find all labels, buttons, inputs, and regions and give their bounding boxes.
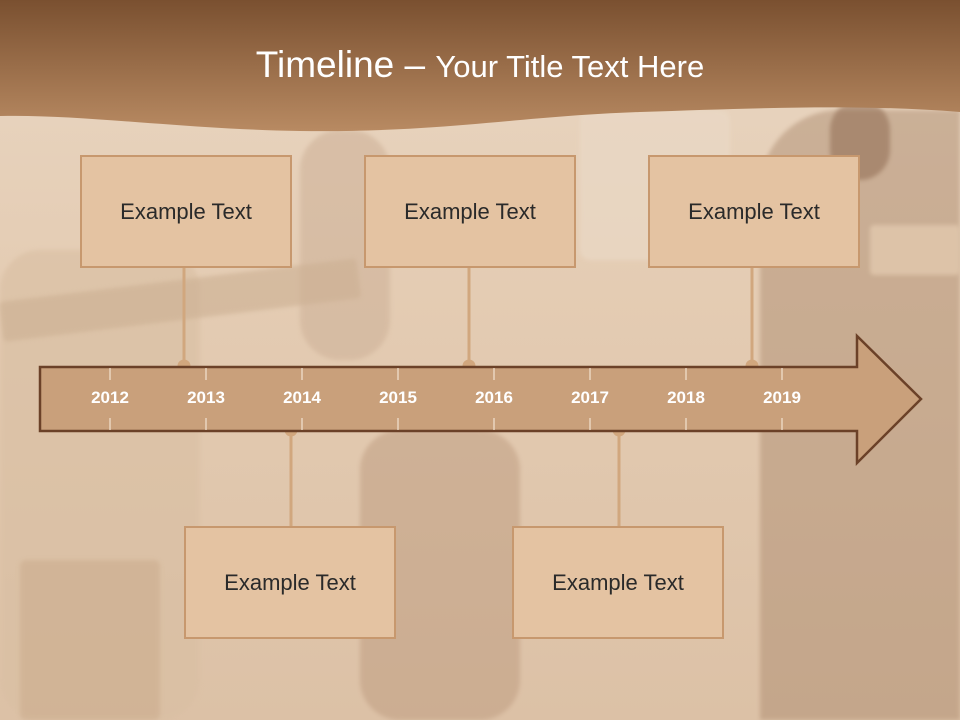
year-label: 2015 — [379, 388, 417, 407]
year-label: 2018 — [667, 388, 705, 407]
year-label: 2019 — [763, 388, 801, 407]
timeline-arrow — [38, 333, 923, 467]
page-title: Timeline – Your Title Text Here — [0, 44, 960, 86]
textbox-label: Example Text — [224, 569, 356, 595]
year-label: 2016 — [475, 388, 513, 407]
background-photo-shape — [870, 225, 960, 275]
year-label: 2014 — [283, 388, 321, 407]
year-label: 2017 — [571, 388, 609, 407]
background-photo-shape — [20, 560, 160, 720]
textbox-label: Example Text — [688, 198, 820, 224]
timeline-textbox[interactable]: Example Text — [648, 155, 860, 268]
title-separator: – — [394, 44, 436, 85]
timeline-textbox[interactable]: Example Text — [364, 155, 576, 268]
textbox-label: Example Text — [552, 569, 684, 595]
timeline-textbox[interactable]: Example Text — [512, 526, 724, 639]
title-main: Timeline — [255, 44, 395, 85]
year-label: 2013 — [187, 388, 225, 407]
title-banner — [0, 0, 960, 132]
textbox-label: Example Text — [120, 198, 252, 224]
title-subtitle: Your Title Text Here — [435, 49, 705, 84]
year-label: 2012 — [91, 388, 129, 407]
textbox-label: Example Text — [404, 198, 536, 224]
timeline-textbox[interactable]: Example Text — [184, 526, 396, 639]
timeline-textbox[interactable]: Example Text — [80, 155, 292, 268]
